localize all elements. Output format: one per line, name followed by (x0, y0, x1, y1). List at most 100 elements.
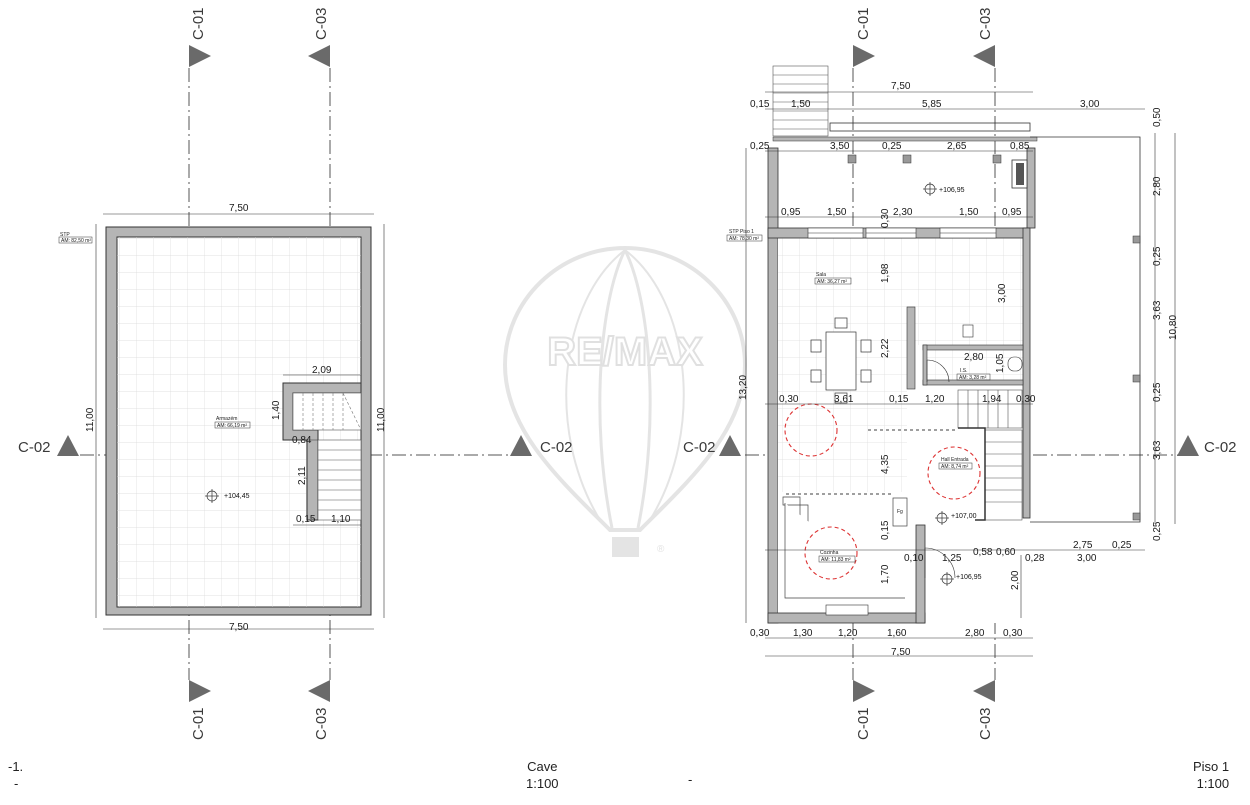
piso-elevation-terrace-value: +106,95 (939, 187, 965, 194)
piso-dim-w-b: 1,50 (827, 207, 847, 218)
piso-dim-r1-b: 1,50 (791, 99, 811, 110)
piso-wc-sink (962, 324, 974, 338)
piso-dim-r-363a: 3,63 (1152, 300, 1163, 320)
cave-elevation-marker: +104,45 (205, 489, 250, 503)
piso-elevation-hall-value: +107,00 (951, 513, 977, 520)
piso-dim-r2-a: 0,25 (750, 141, 770, 152)
piso-dim-l-025: 0,25 (1112, 540, 1132, 551)
piso-dim-r2-d: 2,65 (947, 141, 967, 152)
piso-dim-m-030a: 0,30 (779, 394, 799, 405)
piso-dim-l-275: 2,75 (1073, 540, 1093, 551)
cave-dim-stair-b2: 1,10 (331, 514, 351, 525)
section-markers (57, 45, 1199, 702)
cave-stair-treads-lower (317, 439, 362, 521)
piso-entry-wall (915, 524, 926, 624)
section-label-c03-bottom-right: C-03 (977, 707, 994, 740)
piso-stair-rail (958, 427, 986, 521)
piso-dim-v-198: 1,98 (880, 263, 891, 283)
piso-doors (924, 359, 956, 579)
cave-elevation-value: +104,45 (224, 493, 250, 500)
footer-center: Cave 1:100 (526, 758, 559, 792)
section-marker-c02-right-b (1177, 435, 1199, 456)
piso-wc-box (956, 373, 991, 381)
piso-dim-m-361: 3,61 (834, 394, 854, 405)
piso-dim-v-170: 1,70 (880, 564, 891, 584)
piso-terrace-columns (1132, 235, 1141, 521)
section-label-c02-right-a: C-02 (683, 439, 716, 456)
piso-dim-r-025a: 0,25 (1152, 246, 1163, 266)
piso-dining-set (810, 317, 872, 404)
piso-sala-area: AM: 36,27 m² (817, 279, 847, 285)
cave-room-box (214, 421, 251, 429)
footer-left: -1. - (8, 758, 23, 792)
cave-dim-stair-gap: 0,84 (292, 435, 312, 446)
piso-dim-l-060: 0,60 (996, 547, 1016, 558)
piso-cozinha-name: Cozinha (820, 550, 839, 556)
piso-dim-r1-c: 5,85 (922, 99, 942, 110)
piso-dashed-lines (786, 429, 958, 495)
watermark-logo: RE/MAX ® (502, 245, 748, 557)
section-label-c03-top-right: C-03 (977, 7, 994, 40)
piso-fridge-label: Fg (897, 509, 903, 515)
section-marker-c03-top-right (973, 45, 995, 67)
footer-center-title: Cave (527, 759, 558, 774)
piso-sala-partition (906, 306, 916, 390)
section-marker-c01-top-left (189, 45, 211, 67)
piso-right-wall (1022, 227, 1031, 519)
piso-dim-r1-d: 3,00 (1080, 99, 1100, 110)
piso-dim-v-105: 1,05 (995, 353, 1006, 373)
cave-stp-area: AM: 82,50 m² (61, 238, 91, 244)
piso-dim-r2-e: 0,85 (1010, 141, 1030, 152)
piso-cozinha-area: AM: 11,83 m² (821, 557, 851, 563)
piso-front-windows (807, 227, 997, 616)
piso-top-rail (772, 136, 1038, 142)
footer-right-title: Piso 1 (1193, 759, 1230, 774)
section-marker-c01-bottom-left (189, 680, 211, 702)
section-label-c01-bottom-right: C-01 (855, 707, 872, 740)
piso-dim-b-120: 1,20 (838, 628, 858, 639)
piso-dim-bottom-total: 7,50 (891, 647, 911, 658)
piso-column-b (902, 154, 912, 164)
section-label-c02-right-b: C-02 (1204, 439, 1237, 456)
cave-dim-stair-h2: 2,11 (297, 466, 308, 485)
piso-sala-name: Sala (816, 272, 826, 278)
footer-right-scale: 1:100 (1196, 776, 1230, 791)
piso-dim-r-280: 2,80 (1152, 176, 1163, 196)
piso-dim-r-050: 0,50 (1152, 107, 1163, 127)
section-marker-c01-bottom-right (853, 680, 875, 702)
piso-dim-b-280: 2,80 (965, 628, 985, 639)
watermark-text: RE/MAX (547, 330, 703, 374)
piso-dim-w-c: 0,30 (880, 208, 891, 228)
piso-dim-h-280: 2,80 (964, 352, 984, 363)
piso-terrace-right-wall (1026, 147, 1036, 229)
piso-dim-l-028: 0,28 (1025, 553, 1045, 564)
cave-room-area: AM: 66,19 m² (217, 423, 247, 429)
piso-dim-l-125: 1,25 (942, 553, 962, 564)
piso-dim-w-d: 2,30 (893, 207, 913, 218)
section-label-c01-bottom-left: C-01 (190, 707, 207, 740)
section-marker-c02-left-b (510, 435, 532, 456)
cave-dimension-lines (95, 213, 385, 630)
piso-dim-w-a: 0,95 (781, 207, 801, 218)
cave-stair-treads-upper (302, 392, 362, 431)
section-marker-c03-bottom-right (973, 680, 995, 702)
section-marker-c03-bottom-left (308, 680, 330, 702)
footer-left-top: -1. (8, 759, 24, 774)
piso-dim-r-363b: 3,63 (1152, 440, 1163, 460)
piso-stp-area: AM: 78,30 m² (729, 236, 759, 242)
piso-hall-area: AM: 8,74 m² (941, 464, 969, 470)
piso-wc-wall-left (922, 344, 928, 386)
piso-sala-box (814, 277, 852, 285)
piso-dimension-lines (745, 91, 1176, 657)
section-marker-c03-top-left (308, 45, 330, 67)
piso-dim-m-015: 0,15 (889, 394, 909, 405)
piso-dim-v-015: 0,15 (880, 520, 891, 540)
piso-elevation-terrace: +106,95 (923, 182, 965, 196)
watermark-registered: ® (657, 544, 665, 555)
piso-hall-name: Hall Entrada (941, 457, 969, 463)
cave-dim-stair-width: 2,09 (312, 365, 332, 376)
piso-dim-r1-a: 0,15 (750, 99, 770, 110)
piso-wc-wall-top (922, 344, 1024, 351)
